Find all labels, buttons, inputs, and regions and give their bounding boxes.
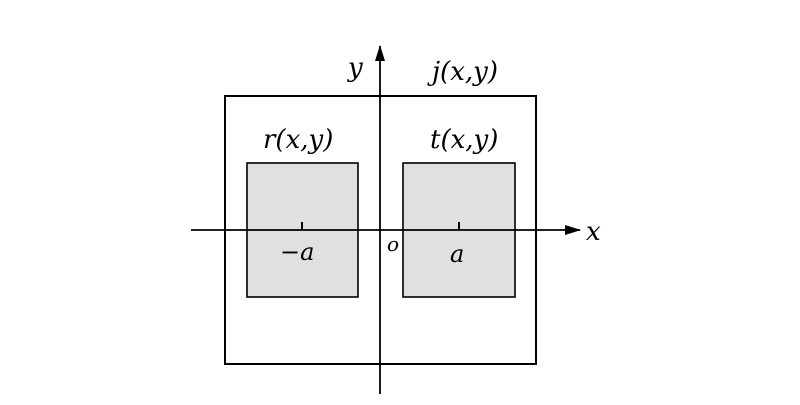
- outer-function-label: j(x,y): [427, 57, 498, 87]
- left-tick-label: −a: [280, 238, 314, 266]
- left-function-label: r(x,y): [263, 125, 333, 155]
- right-function-label: t(x,y): [430, 125, 498, 155]
- y-axis-label: y: [347, 53, 363, 83]
- origin-label: o: [387, 232, 399, 256]
- right-tick-label: a: [450, 240, 464, 268]
- x-axis-label: x: [586, 217, 601, 247]
